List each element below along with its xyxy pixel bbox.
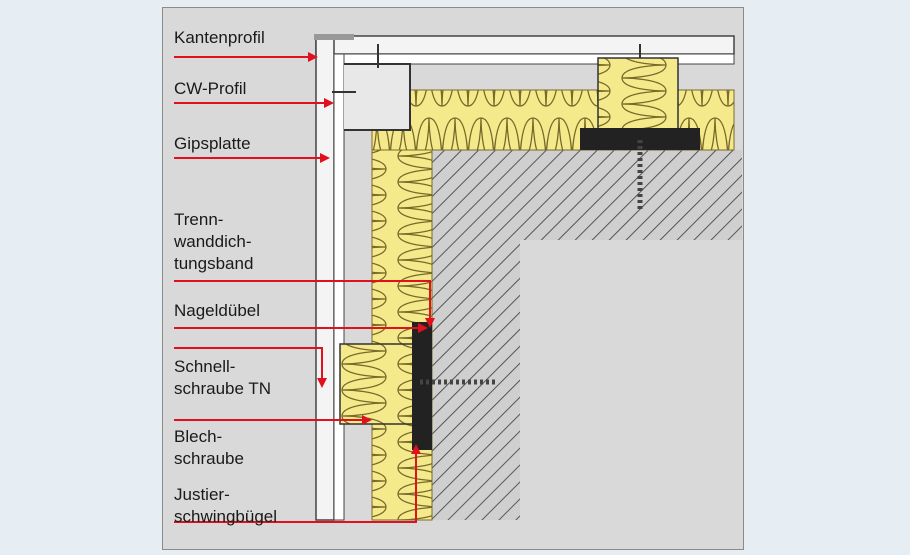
gypsum-board-left <box>315 35 335 521</box>
concrete-wall <box>432 150 742 520</box>
justier-bracket <box>412 322 432 450</box>
gypsum-board-left-inner <box>333 53 345 521</box>
insulation-block-top <box>597 57 679 139</box>
edge-profile <box>314 34 354 40</box>
room-space <box>520 240 742 520</box>
label-trennwanddichtungsband: Trenn- wanddich- tungsband <box>174 210 254 273</box>
insulation-block-lower <box>339 343 419 425</box>
label-gipsplatte: Gipsplatte <box>174 134 251 153</box>
label-nageldubel: Nageldübel <box>174 301 261 320</box>
label-blechschraube: Blech- schraube <box>174 427 244 468</box>
label-kantenprofil: Kantenprofil <box>174 28 265 47</box>
label-justierschwingbuegel: Justier- schwingbügel <box>174 485 278 526</box>
cw-profile <box>344 63 411 131</box>
label-schnellschraube: Schnell- schraube TN <box>174 357 272 398</box>
leader-lines <box>174 52 435 523</box>
bracket-top <box>580 128 700 150</box>
label-cw-profil: CW-Profil <box>174 79 247 98</box>
